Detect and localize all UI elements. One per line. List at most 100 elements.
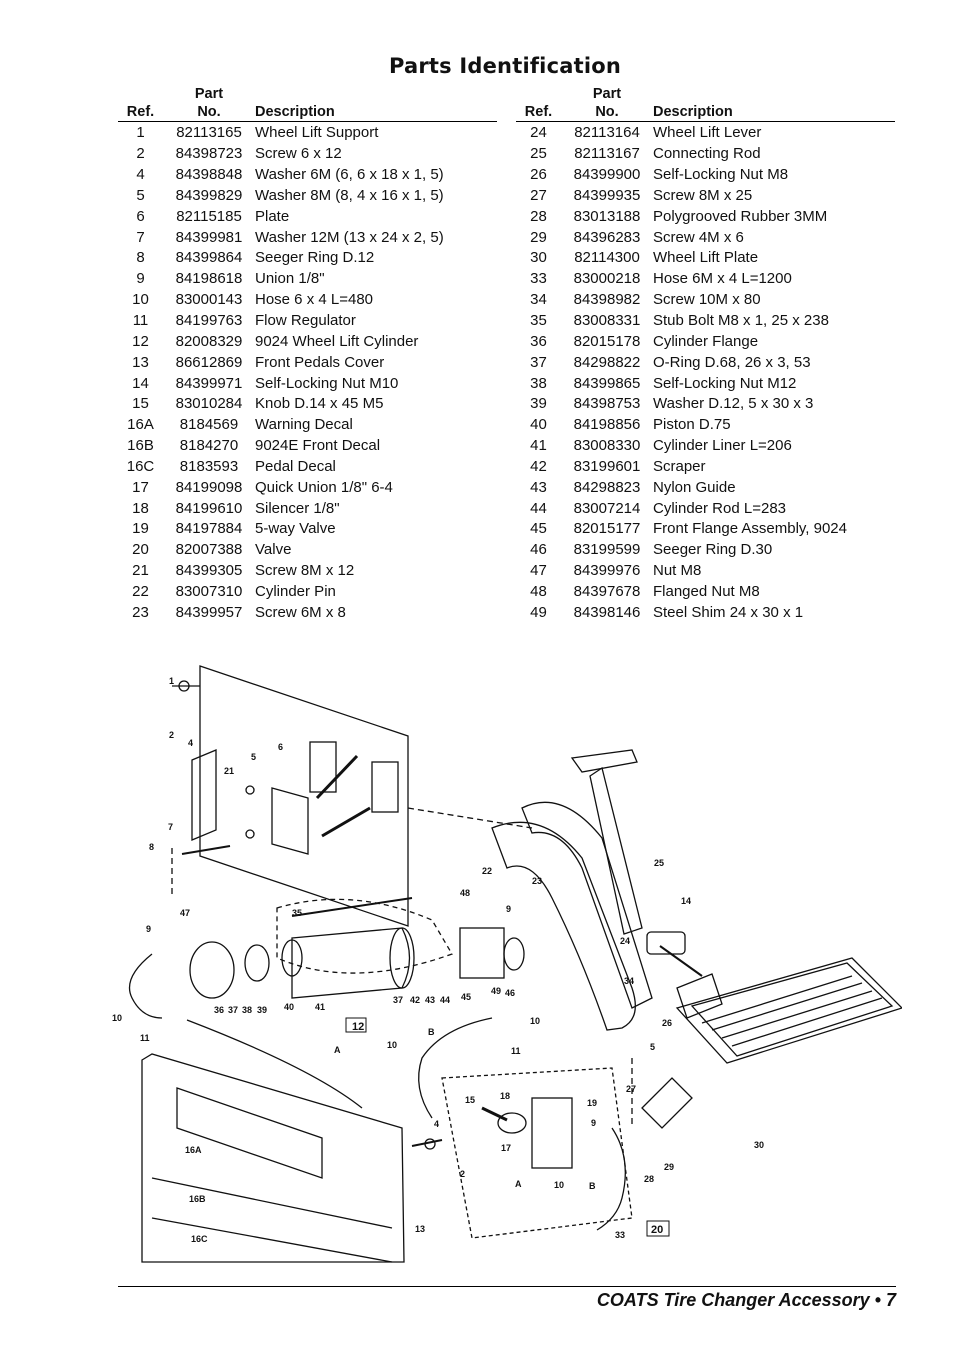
diagram-callout-label: 28 (644, 1174, 654, 1184)
part-no-cell: 84198618 (175, 270, 243, 288)
ref-cell: 36 (530, 332, 547, 350)
description-cell: Steel Shim 24 x 30 x 1 (653, 603, 804, 621)
description-cell: Nut M8 (653, 562, 702, 580)
part-no-cell: 84399976 (573, 562, 641, 580)
description-cell: 9024 Wheel Lift Cylinder (255, 332, 419, 350)
diagram-callout-label: 39 (257, 1005, 267, 1015)
description-cell: Piston D.75 (653, 416, 731, 434)
description-cell: 5-way Valve (255, 520, 336, 538)
diagram-callout-label: 10 (554, 1180, 564, 1190)
ref-cell: 23 (132, 603, 149, 621)
part-no-cell: 84198856 (573, 416, 641, 434)
part-no-cell: 84399900 (573, 166, 641, 184)
diagram-callout-label: 10 (530, 1016, 540, 1026)
diagram-callout-label: 1 (169, 676, 174, 686)
description-cell: Connecting Rod (653, 145, 761, 163)
footer-rule (118, 1286, 896, 1287)
ref-cell: 10 (132, 291, 149, 309)
part-no-cell: 84298823 (573, 478, 641, 496)
ref-cell: 8 (136, 249, 145, 267)
part-no-cell: 82115185 (176, 207, 242, 225)
description-cell: Screw 8M x 25 (653, 186, 753, 204)
ref-cell: 38 (530, 374, 547, 392)
ref-cell: 35 (530, 312, 547, 330)
description-cell: Valve (255, 541, 292, 559)
diagram-callout-label: 34 (624, 976, 634, 986)
ref-cell: 17 (132, 478, 149, 496)
part-no-cell: 83008330 (573, 437, 641, 455)
ref-cell: 5 (136, 186, 145, 204)
description-header: Description (255, 86, 497, 122)
diagram-callout-label: 15 (465, 1095, 475, 1105)
part-no-cell: 86612869 (175, 353, 243, 371)
diagram-callout-label: 35 (292, 908, 302, 918)
ref-cell: 21 (132, 562, 149, 580)
description-cell: Warning Decal (255, 416, 353, 434)
description-cell: Self-Locking Nut M12 (653, 374, 797, 392)
diagram-callout-label: 24 (620, 936, 630, 946)
diagram-callout-label: 2 (460, 1169, 465, 1179)
description-cell: Pedal Decal (255, 457, 336, 475)
part-no-cell: 84399305 (175, 562, 243, 580)
ref-cell: 12 (132, 332, 149, 350)
description-cell: Scraper (653, 457, 706, 475)
diagram-callout-label: 6 (278, 742, 283, 752)
ref-cell: 48 (530, 582, 547, 600)
part-no-cell: 84399957 (175, 603, 243, 621)
ref-cell: 25 (530, 145, 547, 163)
diagram-callout-label: 22 (482, 866, 492, 876)
diagram-callout-label: 48 (460, 888, 470, 898)
diagram-callout-label: 14 (681, 896, 691, 906)
description-cell: Cylinder Rod L=283 (653, 499, 787, 517)
diagram-callout-label: 43 (425, 995, 435, 1005)
diagram-callout-label: 13 (415, 1224, 425, 1234)
diagram-callout-label: 2 (169, 730, 174, 740)
part-no-cell: 84199098 (175, 478, 243, 496)
diagram-callout-label: 17 (501, 1143, 511, 1153)
diagram-callout-label: 27 (626, 1084, 636, 1094)
part-no-cell: 84399864 (175, 249, 243, 267)
ref-cell: 28 (530, 207, 547, 225)
callout-box-20 (646, 1220, 670, 1237)
ref-cell: 19 (132, 520, 149, 538)
diagram-callout-label: 25 (654, 858, 664, 868)
diagram-callout-label: 12 (352, 1021, 364, 1033)
description-cell: Screw 8M x 12 (255, 562, 355, 580)
description-header: Description (653, 86, 895, 122)
ref-cell: 37 (530, 353, 547, 371)
table-row: 21 84399305 Screw 8M x 12 (118, 561, 497, 582)
part-no-cell: 83007214 (573, 499, 641, 517)
description-cell: Plate (255, 207, 290, 225)
diagram-callout-label: 26 (662, 1018, 672, 1028)
ref-cell: 18 (132, 499, 149, 517)
diagram-callout-label: 10 (112, 1013, 122, 1023)
diagram-callout-label: 4 (188, 738, 193, 748)
diagram-callout-label: 10 (387, 1040, 397, 1050)
diagram-callout-label: 8 (149, 842, 154, 852)
description-cell: Screw 10M x 80 (653, 291, 761, 309)
description-cell: Wheel Lift Support (255, 124, 379, 142)
part-no-cell: 82015178 (573, 332, 641, 350)
diagram-callout-label: 11 (140, 1033, 150, 1043)
part-no-cell: 83010284 (175, 395, 243, 413)
part-no-cell: 84199610 (175, 499, 243, 517)
